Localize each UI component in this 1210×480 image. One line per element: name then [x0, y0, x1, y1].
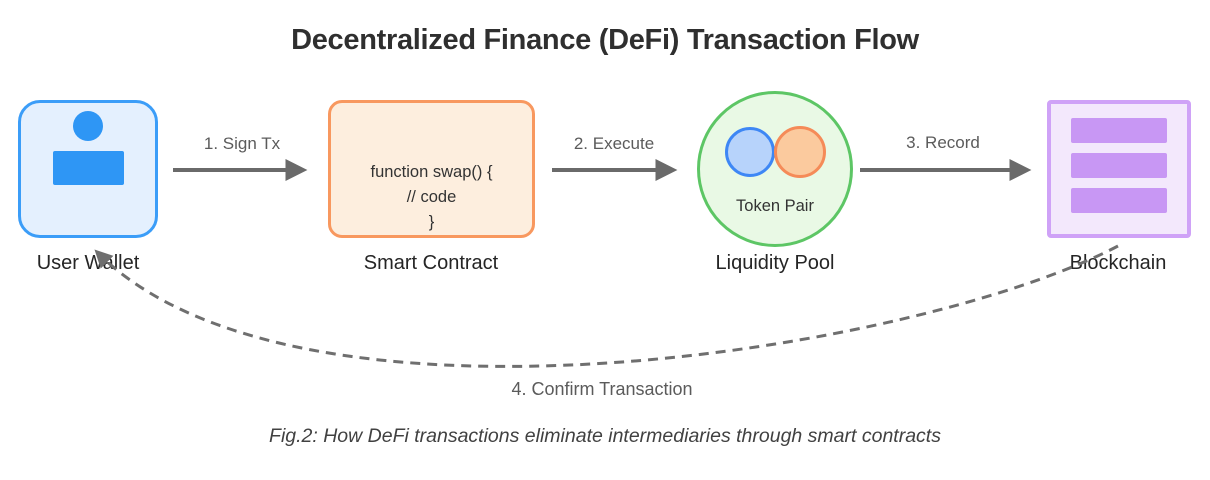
- person-head-icon: [73, 111, 103, 141]
- person-body-icon: [52, 151, 124, 185]
- code-line: function swap() {: [370, 163, 493, 181]
- user-wallet-node: [18, 100, 158, 238]
- code-line: }: [428, 213, 435, 231]
- contract-code: function swap() { // code }: [331, 160, 532, 235]
- sign-tx-arrow-label: 1. Sign Tx: [203, 134, 281, 153]
- liquidity-pool-node: [697, 91, 853, 247]
- smart-contract-label: Smart Contract: [363, 252, 499, 274]
- figure-caption: Fig.2: How DeFi transactions eliminate i…: [269, 425, 941, 447]
- token-b-icon: [774, 126, 826, 178]
- blockchain-label: Blockchain: [1069, 252, 1167, 274]
- diagram-title: Decentralized Finance (DeFi) Transaction…: [291, 24, 919, 56]
- record-arrow-label: 3. Record: [906, 133, 980, 152]
- code-line: // code: [406, 188, 457, 206]
- execute-arrow-label: 2. Execute: [573, 134, 655, 153]
- blockchain-node: [1047, 100, 1191, 238]
- block-bar-icon: [1071, 153, 1167, 178]
- block-bar-icon: [1071, 188, 1167, 213]
- user-wallet-label: User Wallet: [36, 252, 140, 274]
- confirm-transaction-arrow: [94, 244, 1119, 368]
- block-bar-icon: [1071, 118, 1167, 143]
- confirm-arrow-label: 4. Confirm Transaction: [511, 379, 693, 399]
- smart-contract-node: function swap() { // code }: [328, 100, 535, 238]
- token-pair-label: Token Pair: [736, 197, 814, 215]
- liquidity-pool-label: Liquidity Pool: [715, 252, 835, 274]
- token-a-icon: [725, 127, 775, 177]
